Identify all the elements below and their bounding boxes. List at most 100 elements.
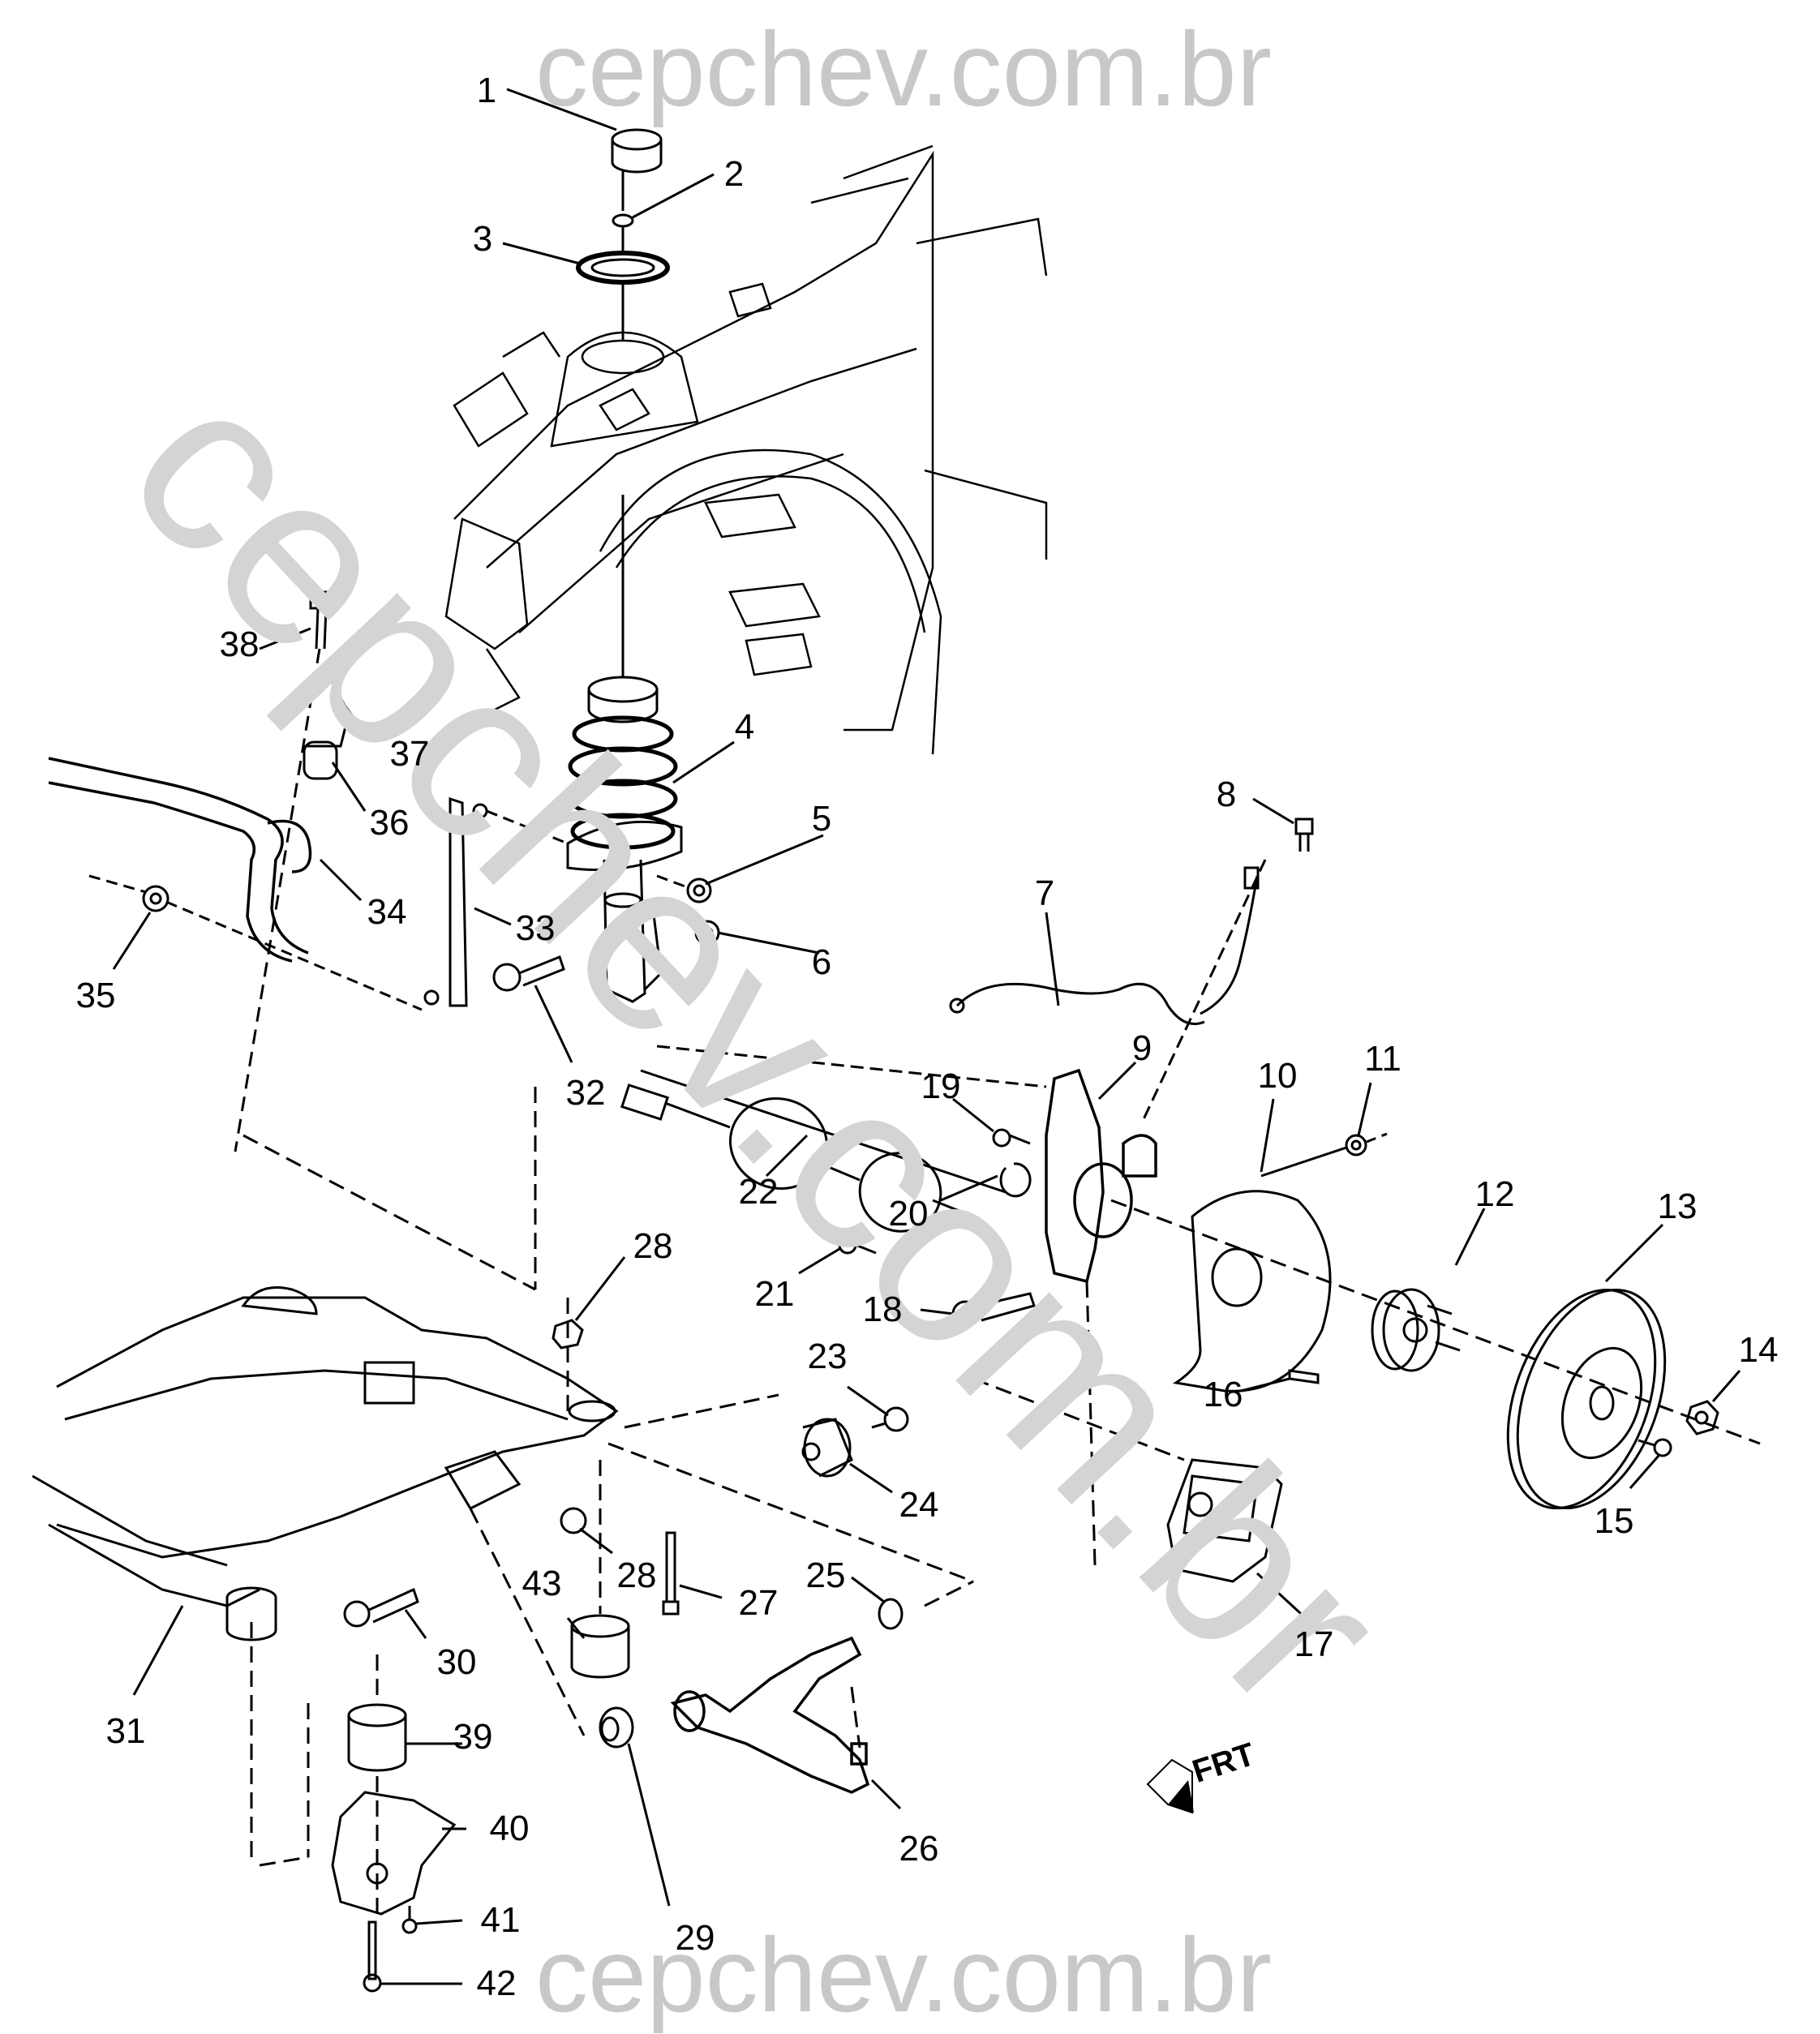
hub-nut-14: [1685, 1400, 1719, 1435]
callout-28-upper: 28: [633, 1226, 673, 1266]
shield-nut-11: [1345, 1134, 1367, 1156]
callout-13: 13: [1657, 1186, 1698, 1226]
wheel-axis-line: [1110, 1199, 1761, 1445]
axle-axis-line: [656, 1045, 1047, 1088]
strut-nut-5: [686, 878, 712, 903]
front-subframe: [32, 1286, 619, 1641]
callout-18: 18: [862, 1289, 903, 1329]
callout-27: 27: [738, 1583, 779, 1623]
callout-15: 15: [1594, 1501, 1634, 1541]
control-arm-axis-lines: [469, 1508, 974, 1749]
subframe-bushing-39: [347, 1703, 407, 1772]
bracket-bolt-41: [401, 1906, 418, 1934]
subframe-nut-28-upper: [552, 1319, 584, 1350]
callout-30: 30: [436, 1642, 477, 1682]
callout-28-lower: 28: [616, 1556, 657, 1595]
callout-33: 33: [515, 908, 556, 948]
body-structure: [444, 144, 1048, 755]
callout-35: 35: [75, 976, 116, 1015]
strut-nut: [612, 213, 634, 228]
drive-axle: [620, 1084, 974, 1233]
callout-21: 21: [754, 1274, 795, 1314]
front-arrow-icon: [1146, 1758, 1194, 1814]
callout-1: 1: [476, 71, 497, 110]
caliper-axis-line: [972, 1281, 1185, 1566]
subframe-nut-28-lower: [560, 1507, 587, 1534]
link-axis-line: [486, 809, 569, 845]
brake-rotor: [1506, 1288, 1667, 1510]
subframe-bolt-42: [363, 1920, 382, 1993]
bracket-axis-lines: [259, 1654, 379, 1914]
shield-axis-line: [1366, 1132, 1388, 1144]
callout-9: 9: [1131, 1028, 1153, 1068]
bracket-axis-line: [234, 648, 321, 1152]
callout-19: 19: [921, 1066, 961, 1106]
subframe-bolt-30: [343, 1587, 419, 1628]
callout-16: 16: [1203, 1375, 1243, 1414]
coil-spring-strut: [566, 661, 683, 1003]
bushing-bolt-23: [871, 1406, 909, 1432]
sensor-axis-line: [1142, 859, 1267, 1120]
callout-40: 40: [489, 1809, 530, 1848]
subframe-bushing-43: [570, 1614, 630, 1679]
front-direction-indicator: FRT: [1144, 1736, 1265, 1817]
callout-6: 6: [811, 942, 832, 982]
strut-bolt-32: [492, 955, 565, 992]
brake-splash-shield: [1173, 1190, 1332, 1392]
arm-bushing-29: [599, 1706, 634, 1749]
bolt-21: [838, 1235, 877, 1255]
strut-mount-seal: [576, 251, 670, 285]
wheel-speed-harness: [949, 866, 1260, 1025]
callout-42: 42: [476, 1963, 517, 2003]
stabilizer-bushing: [303, 740, 338, 780]
stabilizer-nut-35: [142, 885, 170, 912]
callout-39: 39: [453, 1717, 493, 1757]
strut-mount-cap: [611, 128, 663, 174]
watermark-top: cepchev.com.br: [535, 10, 1272, 128]
callout-32: 32: [565, 1073, 606, 1113]
leader-lines: [112, 88, 1741, 1985]
nut-axis-line: [656, 874, 690, 890]
stabilizer-bracket: [299, 679, 350, 748]
subframe-bracket-40: [331, 1791, 457, 1916]
callout-26: 26: [899, 1829, 939, 1869]
callout-24: 24: [899, 1485, 939, 1525]
shield-guide-line: [1260, 1146, 1347, 1178]
callout-12: 12: [1474, 1174, 1515, 1214]
lower-control-arm: [670, 1636, 870, 1794]
callout-22: 22: [738, 1172, 779, 1212]
stabilizer-bolt-38: [309, 590, 330, 650]
callout-34: 34: [367, 892, 407, 932]
watermark-bottom: cepchev.com.br: [535, 1916, 1272, 2034]
stabilizer-axis-line: [88, 874, 423, 1011]
callout-8: 8: [1216, 775, 1237, 814]
steering-knuckle: [1045, 1068, 1157, 1284]
snap-ring-20: [999, 1162, 1032, 1198]
callout-10: 10: [1257, 1056, 1298, 1096]
callout-31: 31: [105, 1711, 146, 1751]
callout-37: 37: [389, 734, 430, 774]
callout-7: 7: [1034, 873, 1055, 913]
subframe-axis-lines: [243, 1087, 569, 1865]
callout-41: 41: [480, 1900, 521, 1940]
callout-36: 36: [369, 803, 410, 843]
callout-25: 25: [805, 1556, 846, 1595]
subframe-bolt-27: [662, 1531, 680, 1616]
stabilizer-bar: [48, 757, 312, 963]
callout-11: 11: [1364, 1039, 1401, 1079]
knuckle-bolt-19: [992, 1128, 1031, 1148]
callout-14: 14: [1738, 1330, 1779, 1370]
arm-bushing-axis-lines: [607, 1393, 974, 1583]
sensor-bolt-8: [1294, 817, 1314, 852]
arm-washer-25: [878, 1598, 904, 1630]
stabilizer-link: [423, 796, 488, 1007]
knuckle-guide-line: [640, 1069, 1007, 1194]
callout-20: 20: [888, 1194, 929, 1234]
callout-29: 29: [675, 1918, 715, 1958]
callout-17: 17: [1294, 1624, 1334, 1664]
callout-23: 23: [807, 1337, 848, 1376]
callout-5: 5: [811, 799, 832, 839]
callout-2: 2: [723, 154, 745, 194]
